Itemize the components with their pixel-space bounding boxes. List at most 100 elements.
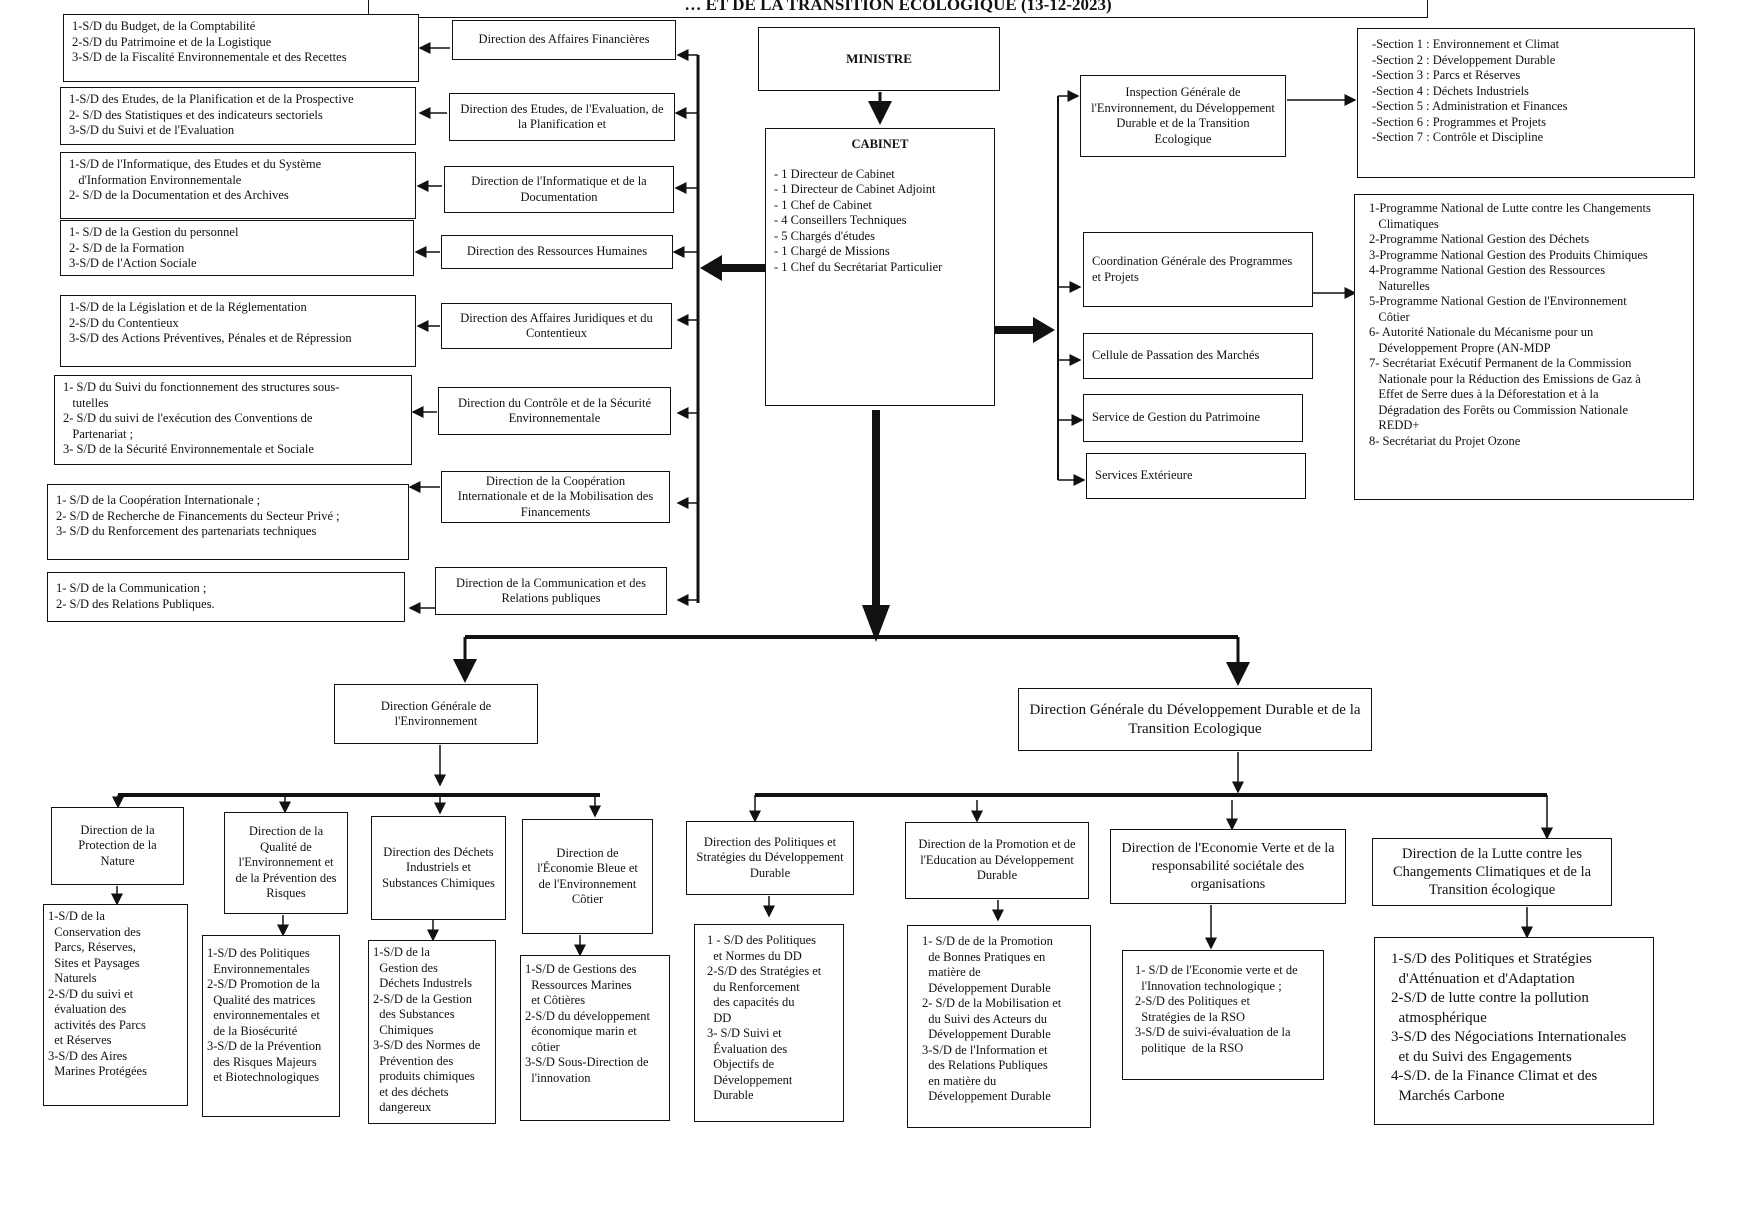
subdirection-item: Stratégies de la RSO (1135, 1009, 1246, 1024)
ministre-label: MINISTRE (846, 51, 912, 67)
subdirection-item: 2- S/D de la Documentation et des Archiv… (69, 188, 289, 202)
direction-protection-nature: Direction de la Protection de la Nature (51, 807, 184, 885)
subdirection-item: 1- S/D du Suivi du fonctionnement des st… (63, 380, 340, 394)
subdirection-item: évaluation des (48, 1002, 127, 1016)
cabinet-item: - 1 Directeur de Cabinet (774, 166, 895, 181)
section-item: -Section 1 : Environnement et Climat (1372, 37, 1560, 51)
subdirection-item: 3-S/D des Normes de (373, 1038, 481, 1052)
subdirection-item: des Substances (373, 1007, 455, 1021)
subdirection-item: 3-S/D de la Prévention (207, 1039, 322, 1053)
dg-developpement-durable-box: Direction Générale du Développement Dura… (1018, 688, 1372, 751)
subdirection-item: tutelles (63, 395, 109, 410)
subdirection-item: 1-S/D des Politiques et Stratégies (1391, 951, 1592, 967)
subdirection-item: 3-S/D de suivi-évaluation de la (1135, 1025, 1291, 1039)
programme-item: Dégradation des Forêts ou Commission Nat… (1369, 402, 1628, 417)
programme-item: Côtier (1369, 309, 1410, 324)
subdirection-item: 1 - S/D des Politiques (707, 933, 817, 947)
subdirection-item: politique de la RSO (1135, 1040, 1244, 1055)
subdirection-item: 1- S/D de la Coopération Internationale … (56, 493, 261, 507)
cabinet-item: - 1 Chef de Cabinet (774, 197, 872, 212)
cabinet-title: CABINET (851, 137, 909, 151)
subdirections-economie-verte-rso: 1- S/D de l'Economie verte et de l'Innov… (1122, 950, 1324, 1080)
direction-informatique-documentation: Direction de l'Informatique et de la Doc… (444, 166, 674, 213)
services-exterieure-box: Services Extérieure (1086, 453, 1306, 499)
direction-label: Direction de l'Economie Verte et de la r… (1121, 840, 1335, 892)
direction-controle-securite: Direction du Contrôle et de la Sécurité … (438, 387, 671, 435)
direction-label: Direction des Déchets Industriels et Sub… (382, 844, 495, 890)
subdirection-item: dangereux (373, 1100, 432, 1114)
subdirection-item: Marchés Carbone (1391, 1087, 1505, 1104)
subdirection-item: 3-S/D Sous-Direction de (525, 1055, 649, 1069)
subdirection-item: 3-S/D des Actions Préventives, Pénales e… (69, 331, 352, 345)
subdirection-item: Marines Protégées (48, 1064, 147, 1078)
subdirection-item: environnementales et (207, 1008, 320, 1022)
subdirection-item: 4-S/D. de la Finance Climat et des (1391, 1068, 1598, 1084)
subdirection-item: 2- S/D des Relations Publiques. (56, 596, 215, 611)
page-title-text: … ET DE LA TRANSITION ECOLOGIQUE (13-12-… (684, 0, 1112, 15)
subdirection-item: 1-S/D de la Législation et de la Régleme… (69, 300, 307, 314)
service-patrimoine-label: Service de Gestion du Patrimoine (1092, 410, 1261, 425)
programme-item: 4-Programme National Gestion des Ressour… (1369, 263, 1606, 277)
programme-item: 1-Programme National de Lutte contre les… (1369, 201, 1651, 215)
subdirection-item: Gestion des (373, 960, 438, 975)
programmes-box: 1-Programme National de Lutte contre les… (1354, 194, 1694, 500)
subdirection-item: 2-S/D Promotion de la (207, 977, 320, 991)
subdirections-communication: 1- S/D de la Communication ; 2- S/D des … (47, 572, 405, 622)
section-item: -Section 7 : Contrôle et Discipline (1372, 130, 1544, 144)
direction-economie-bleue: Direction de l'Économie Bleue et de l'En… (522, 819, 653, 934)
subdirection-item: Évaluation des (707, 1041, 788, 1056)
direction-affaires-juridiques: Direction des Affaires Juridiques et du … (441, 303, 672, 349)
subdirection-item: 2-S/D des Stratégies et (707, 964, 822, 978)
direction-ressources-humaines: Direction des Ressources Humaines (441, 235, 673, 269)
section-item: -Section 3 : Parcs et Réserves (1372, 68, 1521, 82)
subdirection-item: 3-S/D de la Fiscalité Environnementale e… (72, 50, 347, 64)
direction-label: Direction de la Qualité de l'Environneme… (235, 824, 337, 901)
dg-environnement-label: Direction Générale de l'Environnement (380, 698, 492, 729)
subdirection-item: 2-S/D du Patrimoine et de la Logistique (72, 34, 272, 49)
subdirection-item: en matière du (922, 1073, 997, 1088)
subdirections-protection-nature: 1-S/D de la Conservation des Parcs, Rése… (43, 904, 188, 1106)
direction-label: Direction du Contrôle et de la Sécurité … (458, 395, 651, 426)
subdirection-item: Environnementales (207, 961, 310, 976)
service-patrimoine-box: Service de Gestion du Patrimoine (1083, 394, 1303, 442)
direction-affaires-financieres: Direction des Affaires Financières (452, 20, 676, 60)
subdirection-item: Ressources Marines (525, 977, 632, 992)
subdirection-item: d'Atténuation et d'Adaptation (1391, 970, 1575, 987)
direction-label: Direction de l'Informatique et de la Doc… (471, 174, 647, 204)
subdirections-politiques-strategies-dd: 1 - S/D des Politiques et Normes du DD 2… (694, 924, 844, 1122)
programme-item: 3-Programme National Gestion des Produit… (1369, 247, 1648, 262)
subdirection-item: l'Innovation technologique ; (1135, 978, 1282, 993)
subdirection-item: Qualité des matrices (207, 992, 316, 1007)
subdirections-economie-bleue: 1-S/D de Gestions des Ressources Marines… (520, 955, 670, 1121)
direction-dechets-industriels: Direction des Déchets Industriels et Sub… (371, 816, 506, 920)
section-item: -Section 5 : Administration et Finances (1372, 99, 1568, 113)
subdirection-item: 2- S/D de la Formation (69, 240, 185, 255)
direction-label: Direction de la Protection de la Nature (78, 822, 157, 868)
subdirection-item: Développement Durable (922, 1027, 1051, 1041)
subdirections-controle-securite: 1- S/D du Suivi du fonctionnement des st… (54, 375, 412, 465)
section-item: -Section 4 : Déchets Industriels (1372, 83, 1529, 98)
services-exterieure-label: Services Extérieure (1095, 468, 1193, 483)
direction-label: Direction de la Coopération Internationa… (457, 473, 654, 519)
programme-item: 6- Autorité Nationale du Mécanisme pour … (1369, 325, 1594, 339)
subdirection-item: 1- S/D de la Gestion du personnel (69, 225, 239, 239)
cabinet-item: - 1 Directeur de Cabinet Adjoint (774, 182, 936, 196)
programme-item: 7- Secrétariat Exécutif Permanent de la … (1369, 356, 1632, 370)
subdirection-item: 2-S/D de la Gestion (373, 991, 472, 1006)
subdirections-lutte-changements-climatiques: 1-S/D des Politiques et Stratégies d'Att… (1374, 937, 1654, 1125)
programme-item: Développement Propre (AN-MDP (1369, 340, 1551, 355)
subdirection-item: l'innovation (525, 1070, 591, 1085)
subdirection-item: 3-S/D de l'Action Sociale (69, 256, 197, 270)
subdirections-affaires-juridiques: 1-S/D de la Législation et de la Régleme… (60, 295, 416, 367)
subdirection-item: Développement Durable (922, 980, 1051, 995)
subdirections-qualite-environnement: 1-S/D des Politiques Environnementales 2… (202, 935, 340, 1117)
subdirection-item: 3-S/D des Négociations Internationales (1391, 1029, 1627, 1045)
direction-label: Direction des Politiques et Stratégies d… (696, 834, 844, 880)
subdirection-item: 1- S/D de la Communication ; (56, 581, 207, 595)
subdirections-affaires-financieres: 1-S/D du Budget, de la Comptabilité 2-S/… (63, 14, 419, 82)
subdirection-item: Chimiques (373, 1022, 434, 1037)
subdirection-item: Déchets Industrels (373, 976, 472, 990)
direction-label: Direction des Etudes, de l'Evaluation, d… (460, 101, 664, 132)
cabinet-item: - 1 Chef du Secrétariat Particulier (774, 259, 943, 274)
subdirection-item: et du Suivi des Engagements (1391, 1048, 1572, 1065)
